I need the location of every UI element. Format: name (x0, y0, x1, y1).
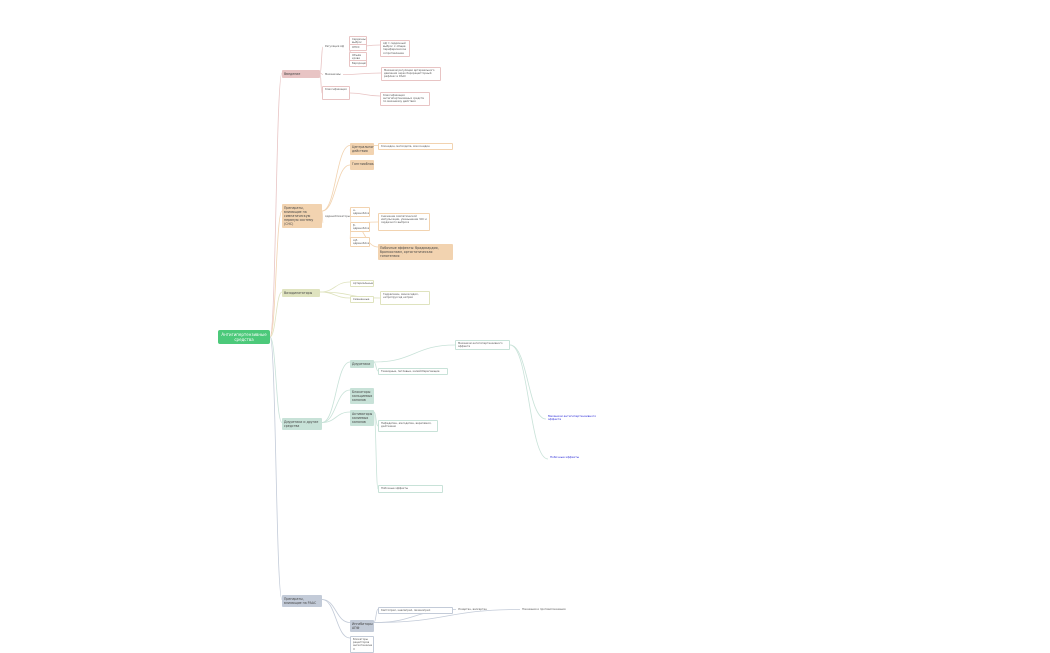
mind-map-node-b5n1[interactable]: Каптоприл, эналаприл, лизиноприл (378, 607, 453, 615)
mind-map-node-b4n3[interactable]: Нифедипин, амлодипин, верапамил, дилтиаз… (378, 420, 438, 432)
mind-map-node-b4n4[interactable]: Побочные эффекты (378, 485, 443, 493)
connector-b4a (321, 361, 351, 423)
mind-map-node-b2c2[interactable]: β-адреноблокаторы (350, 222, 370, 233)
mind-map-node-b1[interactable]: Введение (282, 70, 320, 78)
connector-b5 (269, 336, 283, 600)
connector-blue2 (509, 344, 549, 460)
connector-b4n3 (373, 411, 379, 427)
mind-map-node-b2c1[interactable]: α-адреноблокаторы (350, 207, 370, 218)
mind-map-node-b4n1[interactable]: Тиазидные, петлевые, калийсберегающие (378, 368, 448, 376)
connector-b3 (269, 291, 283, 338)
connector-b2c (321, 210, 324, 224)
connector-b1n2 (342, 72, 382, 75)
mind-map-node-b5[interactable]: Препараты, влияющие на РААС (282, 595, 322, 607)
mind-map-node-b2a[interactable]: Центрального действия (350, 143, 374, 155)
connector-b4n4 (373, 411, 379, 490)
mind-map-node-b2[interactable]: Препараты, влияющие на симпатическую нер… (282, 204, 322, 228)
mind-map-node-b1a[interactable]: Регуляция АД (325, 45, 344, 48)
root-node[interactable]: Антигипертензивные средства (218, 330, 270, 344)
connector-blue1 (509, 344, 547, 420)
mind-map-node-b1n2[interactable]: Механизм регуляции артериального давлени… (381, 67, 441, 81)
mind-map-node-b4b[interactable]: Блокаторы кальциевых каналов (350, 388, 374, 404)
mind-map-node-b3[interactable]: Вазодилататоры (282, 289, 320, 297)
mind-map-node-b2n3[interactable]: Побочные эффекты: брадикардия, бронхоспа… (378, 244, 453, 260)
connector-b2a (321, 145, 351, 212)
mind-map-node-b4[interactable]: Диуретики и другие средства (282, 418, 322, 430)
mind-map-node-b2n1[interactable]: Клонидин, метилдопа, моксонидин (378, 143, 453, 151)
mind-map-node-b5n2[interactable]: Лозартан, валсартан (458, 608, 487, 611)
mind-map-node-blue1[interactable]: Механизм антигипертензивного эффекта (548, 414, 597, 422)
connector-b2 (269, 210, 283, 338)
mind-map-node-b5n3[interactable]: Показания и противопоказания (522, 608, 566, 611)
mind-map-node-b1b[interactable]: Механизмы (325, 73, 341, 76)
connector-b4 (269, 336, 283, 423)
connector-b1n3 (349, 92, 381, 97)
mind-map-node-blue2[interactable]: Побочные эффекты (550, 455, 580, 459)
connector-b4n2 (373, 344, 456, 363)
connector-b1c (319, 72, 323, 94)
connector-b2b (321, 164, 351, 212)
mind-map-node-b3a[interactable]: Артериальные (350, 280, 374, 288)
mind-map-node-b1a2[interactable]: ОПСС (349, 44, 367, 52)
mind-map-node-b5a[interactable]: Ингибиторы АПФ (350, 620, 374, 632)
connector-b4b (321, 389, 351, 423)
mind-map-node-b4n2[interactable]: Механизм антигипертензивного эффекта (455, 340, 510, 351)
mind-map-node-b1n1[interactable]: АД = сердечный выброс × общее перифериче… (380, 40, 410, 57)
connector-b1a (319, 46, 324, 74)
mind-map-node-b1c[interactable]: Классификация (322, 86, 350, 100)
mind-map-node-b4a[interactable]: Диуретики (350, 360, 374, 368)
mind-map-node-b2c[interactable]: Адреноблокаторы (325, 215, 350, 218)
connector-b3a (319, 281, 351, 293)
mind-map-node-b5b[interactable]: Блокаторы рецепторов ангиотензина II (350, 636, 374, 653)
mind-map-node-b2b[interactable]: Ганглиоблокаторы (350, 160, 374, 170)
mind-map-node-b2n2[interactable]: Снижение симпатической импульсации, умен… (378, 213, 430, 231)
connector-b1 (269, 72, 283, 338)
mind-map-node-b3n1[interactable]: Гидралазин, миноксидил, нитропруссид нат… (380, 291, 430, 305)
connector-b5b (321, 599, 351, 639)
mind-map-node-b2c3[interactable]: α,β-адреноблокаторы (350, 237, 370, 248)
mind-map-node-b1n3[interactable]: Классификация антигипертензивных средств… (380, 92, 430, 106)
connector-b5n3 (373, 609, 521, 623)
connector-b4c (321, 411, 351, 423)
mind-map-node-b3b[interactable]: Смешанные (350, 296, 374, 304)
mind-map-node-b4c[interactable]: Активаторы калиевых каналов (350, 410, 374, 426)
mind-map-node-b1a4[interactable]: Барорецепторы (349, 60, 367, 68)
